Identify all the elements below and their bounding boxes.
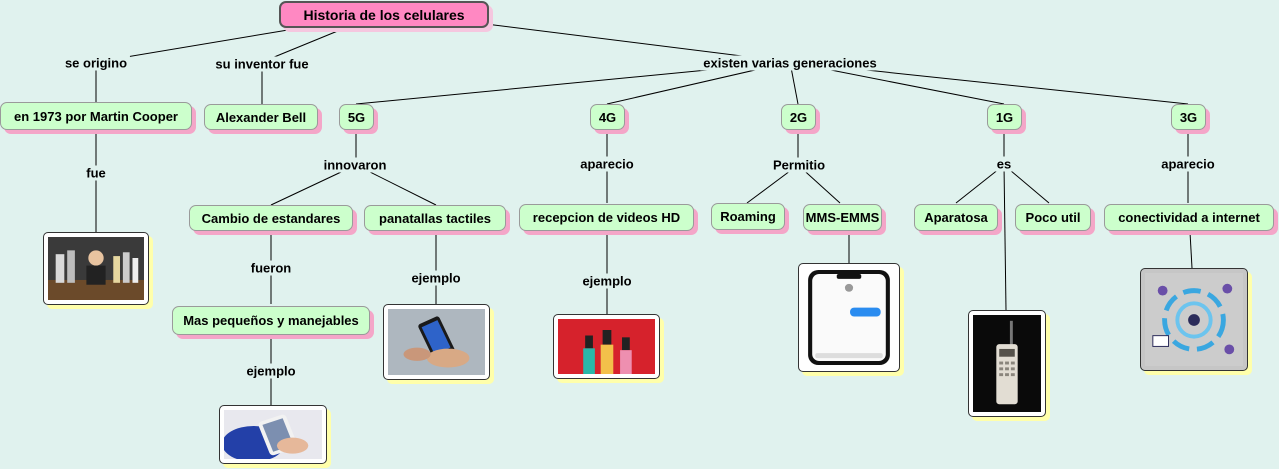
tactil-photo (383, 304, 490, 380)
hd-photo (553, 314, 660, 379)
node-hd[interactable]: recepcion de videos HD (519, 204, 694, 231)
node-bell[interactable]: Alexander Bell (204, 104, 318, 130)
node-aparatosa[interactable]: Aparatosa (914, 204, 998, 231)
root-title[interactable]: Historia de los celulares (279, 1, 489, 28)
label-generaciones: existen varias generaciones (700, 55, 880, 71)
node-pequenos[interactable]: Mas pequeños y manejables (172, 306, 370, 335)
label-es: es (993, 156, 1015, 172)
label-aparecio-4g: aparecio (577, 156, 637, 172)
mms-photo (798, 263, 900, 372)
label-ejemplo-hd: ejemplo (579, 273, 635, 289)
label-aparecio-3g: aparecio (1158, 156, 1218, 172)
label-ejemplo-tactiles: ejemplo (408, 270, 464, 286)
node-internet[interactable]: conectividad a internet (1104, 204, 1274, 231)
label-se-origino: se origino (61, 55, 131, 71)
node-3g[interactable]: 3G (1171, 104, 1206, 130)
label-permitio: Permitio (769, 157, 829, 173)
label-innovaron: innovaron (320, 157, 390, 173)
node-2g[interactable]: 2G (781, 104, 816, 130)
brick-phone-photo (968, 310, 1046, 417)
node-cooper[interactable]: en 1973 por Martin Cooper (0, 102, 192, 130)
node-5g[interactable]: 5G (339, 104, 374, 130)
label-inventor: su inventor fue (212, 56, 312, 72)
label-ejemplo-pequenos: ejemplo (243, 363, 299, 379)
label-fue: fue (83, 165, 109, 181)
node-1g[interactable]: 1G (987, 104, 1022, 130)
label-fueron: fueron (247, 260, 295, 276)
node-roaming[interactable]: Roaming (711, 203, 785, 230)
node-poco-util[interactable]: Poco util (1015, 204, 1091, 231)
node-cambio[interactable]: Cambio de estandares (189, 205, 353, 231)
node-4g[interactable]: 4G (590, 104, 625, 130)
small-phone-photo (219, 405, 327, 464)
internet-photo (1140, 268, 1248, 371)
node-tactiles[interactable]: panatallas tactiles (364, 205, 506, 231)
node-mms[interactable]: MMS-EMMS (803, 204, 882, 231)
cooper-photo (43, 232, 149, 305)
